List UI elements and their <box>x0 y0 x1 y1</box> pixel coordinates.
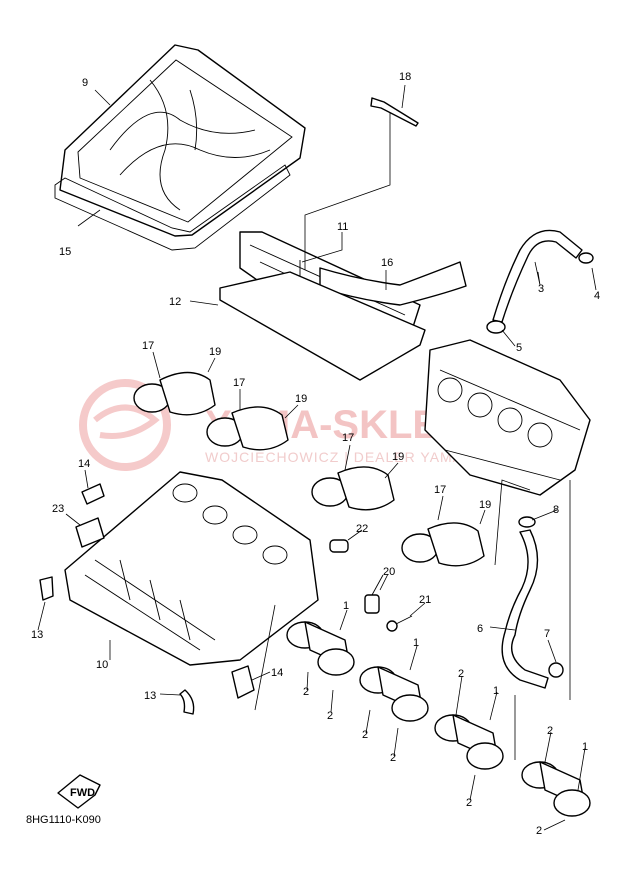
callout-19b: 19 <box>295 393 307 405</box>
leader-lines <box>37 84 597 831</box>
callout-17d: 17 <box>434 484 446 496</box>
air-box-lower <box>64 471 319 666</box>
callout-1b: 1 <box>413 637 419 649</box>
joint-4 <box>521 761 591 817</box>
callout-19a: 19 <box>209 346 221 358</box>
callout-2e: 2 <box>458 668 464 680</box>
air-filter-cover <box>59 44 306 237</box>
clip-part-13b <box>179 689 195 715</box>
callout-2a: 2 <box>303 686 309 698</box>
callout-11: 11 <box>337 221 348 233</box>
callout-2b: 2 <box>327 710 333 722</box>
pad-part-14b <box>231 665 255 699</box>
callouts: 9 15 18 11 16 12 3 4 5 17 19 17 19 17 19… <box>31 71 600 837</box>
pad-part-14a <box>81 483 105 505</box>
callout-6: 6 <box>477 623 483 635</box>
callout-13a: 13 <box>31 629 43 641</box>
intake-funnel-3 <box>311 466 395 511</box>
callout-1c: 1 <box>493 685 499 697</box>
drain-hose <box>501 516 564 689</box>
callout-22: 22 <box>356 523 368 535</box>
callout-7: 7 <box>544 628 550 640</box>
cover-seal <box>54 164 291 251</box>
zip-tie-part-18 <box>370 97 419 127</box>
callout-16: 16 <box>381 257 393 269</box>
callout-19d: 19 <box>479 499 491 511</box>
callout-12: 12 <box>169 296 181 308</box>
fwd-label: FWD <box>70 787 95 799</box>
callout-1d: 1 <box>582 741 588 753</box>
callout-2h: 2 <box>536 825 542 837</box>
throttle-body-assembly <box>424 339 591 496</box>
bolt-part-21 <box>386 615 413 632</box>
air-duct-assembly <box>219 231 467 381</box>
callout-9: 9 <box>82 77 88 89</box>
joint-3 <box>434 714 504 770</box>
callout-4: 4 <box>594 290 600 302</box>
callout-18: 18 <box>399 71 411 83</box>
callout-1a: 1 <box>343 600 349 612</box>
callout-19c: 19 <box>392 451 404 463</box>
watermark-tagline: WOJCIECHOWICZ | DEALER YAMAHA <box>205 449 484 465</box>
callout-2d: 2 <box>390 752 396 764</box>
callout-5: 5 <box>516 342 522 354</box>
callout-14a: 14 <box>78 458 90 470</box>
joint-1 <box>286 621 355 676</box>
callout-3: 3 <box>538 283 544 295</box>
intake-funnel-4 <box>401 522 485 567</box>
callout-17b: 17 <box>233 377 245 389</box>
joint-2 <box>359 666 429 722</box>
diagram-code: 8HG1110-K090 <box>26 814 101 826</box>
callout-17c: 17 <box>342 432 354 444</box>
callout-21: 21 <box>419 594 431 606</box>
callout-2f: 2 <box>466 797 472 809</box>
intake-funnel-1 <box>133 371 216 416</box>
callout-17a: 17 <box>142 340 154 352</box>
callout-14b: 14 <box>271 667 283 679</box>
callout-13b: 13 <box>144 690 156 702</box>
label-part-23 <box>75 517 105 548</box>
breather-hose <box>486 229 594 334</box>
forward-direction-badge: FWD <box>57 774 101 809</box>
callout-2c: 2 <box>362 729 368 741</box>
intake-funnel-2 <box>206 406 289 451</box>
sensor-part-20 <box>364 574 384 614</box>
callout-20: 20 <box>383 566 395 578</box>
callout-15: 15 <box>59 246 71 258</box>
clip-part-13a <box>39 576 54 601</box>
hose-part-22 <box>329 539 349 553</box>
callout-23: 23 <box>52 503 64 515</box>
callout-8: 8 <box>553 504 559 516</box>
callout-10: 10 <box>96 659 108 671</box>
callout-2g: 2 <box>547 725 553 737</box>
